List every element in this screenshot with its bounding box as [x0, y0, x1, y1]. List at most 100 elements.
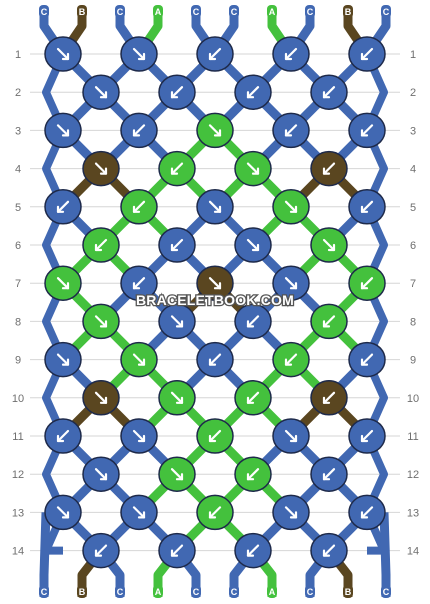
row-number-left: 13 [12, 507, 24, 519]
arrow-head-icon [251, 243, 260, 252]
strand-label-bottom-chip [381, 585, 391, 598]
arrow-down-right-icon [284, 277, 298, 290]
watermark: BRACELETBOOK.COM [136, 292, 294, 308]
knot [348, 418, 386, 454]
arrow-head-icon [137, 52, 146, 61]
arrow-down-left-icon [360, 47, 374, 61]
arrow-head-icon [94, 549, 103, 557]
row-number-left: 9 [15, 355, 21, 367]
knot [158, 74, 196, 110]
knot [310, 532, 348, 569]
row-number-right: 7 [410, 278, 416, 290]
arrow-down-left-icon [170, 544, 184, 557]
arrow-down-left-icon [322, 544, 336, 557]
knot [310, 456, 348, 492]
arrow-down-left-icon [132, 200, 146, 213]
row-number-right: 2 [410, 87, 416, 99]
arrow-down-right-icon [208, 200, 222, 213]
row-number-left: 3 [15, 125, 21, 137]
arrow-head-icon [360, 511, 369, 519]
knot [44, 265, 82, 301]
strand-label-bottom: C [307, 587, 314, 597]
arrow-down-right-icon [284, 506, 298, 519]
arrow-head-icon [360, 358, 369, 366]
knot [234, 150, 272, 187]
arrow-head-icon [132, 205, 141, 213]
row-number-right: 12 [407, 469, 419, 481]
arrow-down-right-icon [56, 124, 70, 137]
arrow-down-right-icon [132, 353, 146, 366]
knot [348, 265, 386, 301]
arrow-head-icon [137, 358, 146, 366]
arrow-head-icon [246, 320, 255, 328]
strand-label-top-chip [115, 5, 125, 18]
row-number-right: 1 [410, 49, 416, 61]
strand-label-bottom-chip [267, 585, 277, 598]
strand-label-bottom-chip [191, 585, 201, 598]
strand-label-bottom: A [269, 587, 276, 597]
strand-label-bottom-chip [39, 585, 49, 598]
strand-label-top-chip [305, 5, 315, 18]
arrow-head-icon [360, 282, 369, 290]
knot [120, 265, 158, 301]
arrow-down-left-icon [360, 200, 374, 213]
strand-label-bottom-chip [343, 585, 353, 598]
arrow-head-icon [208, 52, 217, 61]
row-number-left: 14 [12, 546, 24, 558]
arrow-head-icon [61, 358, 70, 366]
knot [348, 36, 386, 72]
strand-label-top: B [345, 7, 352, 17]
arrow-head-icon [360, 129, 369, 137]
row-number-right: 5 [410, 202, 416, 214]
strand-label-top: C [231, 7, 238, 17]
knot [120, 341, 158, 378]
arrow-down-left-icon [246, 315, 260, 328]
arrow-head-icon [132, 129, 141, 137]
row-number-right: 8 [410, 316, 416, 328]
arrow-down-left-icon [246, 544, 260, 557]
knot [310, 74, 348, 110]
strand-label-top-chip [343, 5, 353, 18]
arrow-down-right-icon [132, 506, 146, 519]
arrow-head-icon [175, 473, 184, 481]
arrow-down-left-icon [56, 200, 70, 213]
knot [272, 494, 310, 531]
arrow-head-icon [251, 167, 260, 175]
knot [158, 456, 196, 492]
arrow-down-left-icon [322, 162, 336, 175]
knot [120, 494, 158, 531]
arrow-down-left-icon [208, 429, 222, 443]
arrow-down-right-icon [322, 238, 336, 252]
strand-label-top: C [383, 7, 390, 17]
arrow-down-right-icon [132, 47, 146, 61]
arrow-head-icon [208, 434, 217, 443]
arrow-head-icon [132, 282, 141, 290]
arrow-down-left-icon [322, 391, 336, 404]
knot [234, 380, 272, 416]
knot [348, 189, 386, 225]
arrow-down-left-icon [208, 353, 222, 366]
arrow-down-right-icon [94, 86, 108, 99]
row-number-right: 14 [407, 546, 419, 558]
knot [310, 303, 348, 340]
arrow-down-right-icon [132, 429, 146, 443]
strand-label-top: C [117, 7, 124, 17]
arrow-head-icon [246, 549, 255, 557]
knot-grid [44, 36, 386, 569]
knot [272, 341, 310, 378]
arrow-down-right-icon [246, 162, 260, 175]
strand-label-top-chip [381, 5, 391, 18]
arrow-head-icon [322, 320, 331, 328]
arrow-head-icon [213, 129, 222, 137]
arrow-head-icon [61, 52, 70, 61]
strand-label-bottom: C [383, 587, 390, 597]
knot [234, 303, 272, 340]
row-number-left: 2 [15, 87, 21, 99]
row-number-left: 12 [12, 469, 24, 481]
knot [234, 532, 272, 569]
arrow-down-right-icon [284, 200, 298, 213]
arrow-down-right-icon [56, 353, 70, 366]
arrow-head-icon [246, 396, 255, 404]
knot [272, 36, 310, 72]
strand-label-bottom: B [79, 587, 86, 597]
